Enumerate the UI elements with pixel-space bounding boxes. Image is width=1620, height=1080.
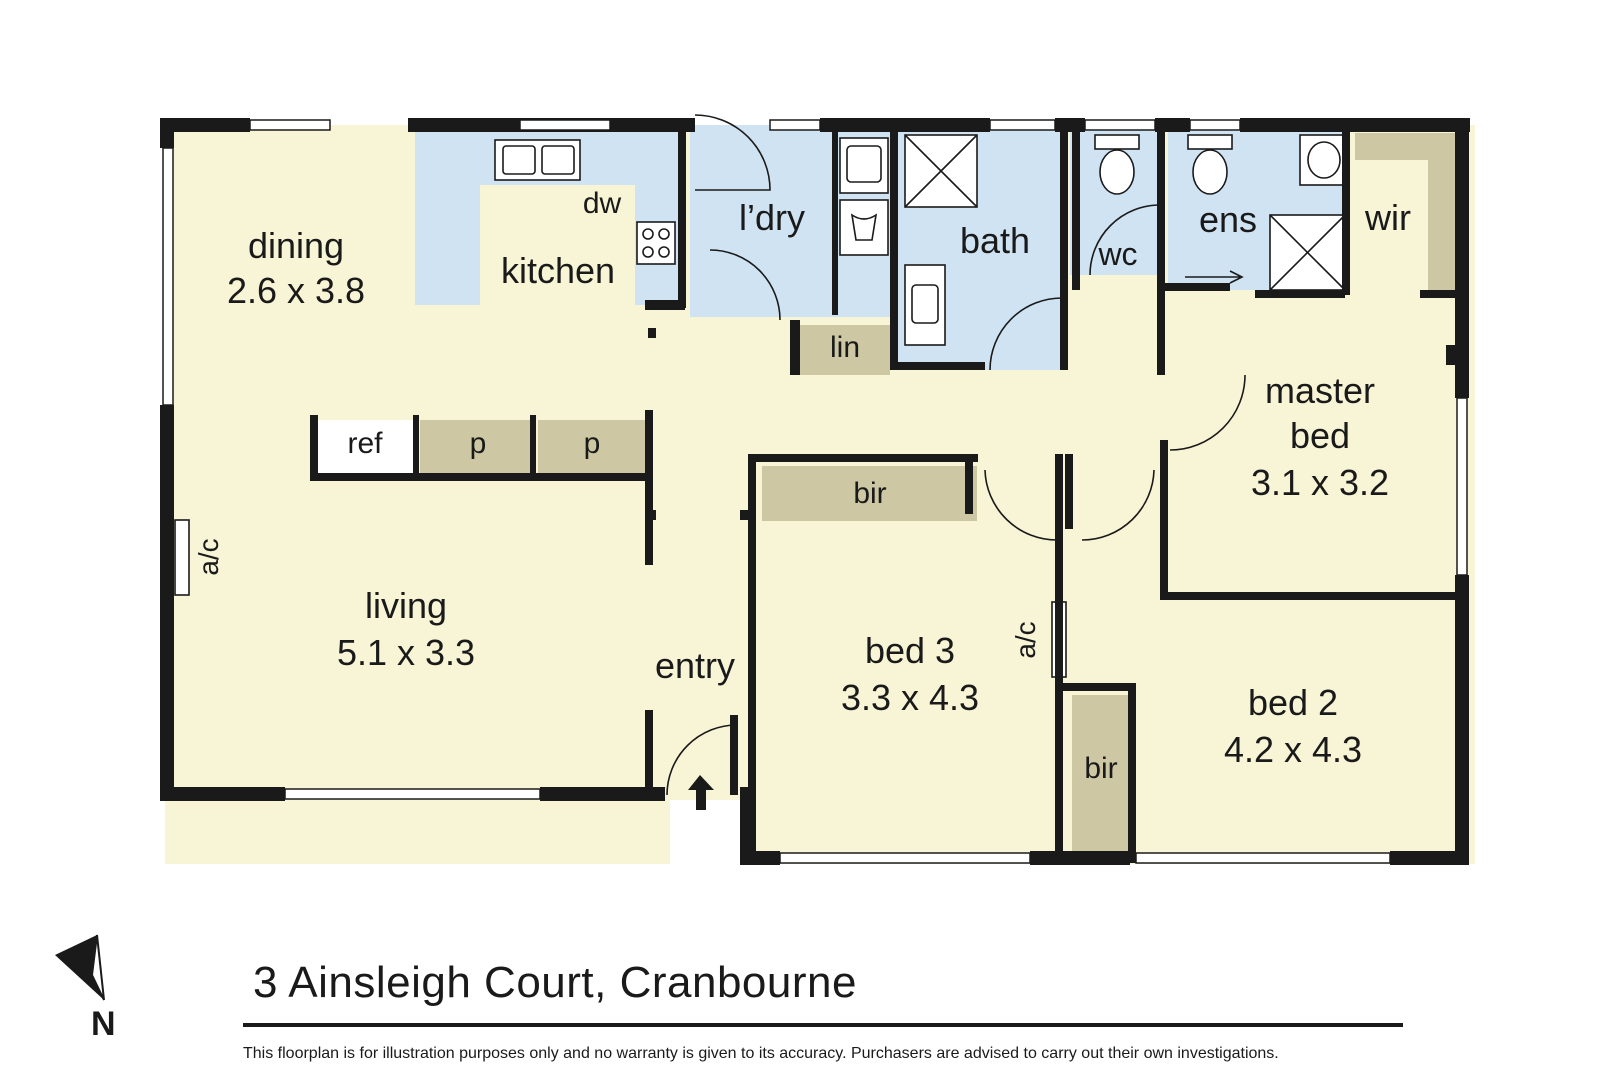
master-side-window [1456, 397, 1468, 576]
wc-window [1084, 119, 1156, 131]
dining-side-window [162, 147, 174, 406]
bed2-door-swing [1081, 469, 1155, 541]
bed3-robe-label: bir [853, 477, 886, 510]
pantry-2-label: p [584, 427, 601, 460]
kitchen-bench-floor [480, 185, 635, 305]
bed2-robe-label: bir [1084, 752, 1117, 785]
bath-label: bath [960, 220, 1030, 261]
windows [162, 119, 1468, 864]
bath-window [989, 119, 1056, 131]
bed2-size: 4.2 x 4.3 [1224, 729, 1362, 770]
bed3-window [779, 852, 1031, 864]
north-compass-icon [55, 934, 105, 1001]
dining-window [249, 119, 331, 131]
ens-toilet-icon [1187, 134, 1233, 150]
bed3-label: bed 3 [865, 630, 955, 671]
bath-vanity-icon [904, 264, 946, 346]
linen-label: lin [830, 331, 860, 364]
master-label-1: master [1265, 370, 1375, 411]
ac-living-label: a/c [193, 538, 224, 575]
bed2-window [1135, 852, 1391, 864]
pantry-2 [538, 420, 648, 475]
wir-label: wir [1364, 197, 1411, 238]
north-label: N [91, 1005, 116, 1043]
living-size: 5.1 x 3.3 [337, 632, 475, 673]
living-label: living [365, 585, 447, 626]
bed3-size: 3.3 x 4.3 [841, 677, 979, 718]
laundry-label: l’dry [739, 197, 805, 238]
dining-label: dining [248, 225, 344, 266]
entry-label: entry [655, 645, 735, 686]
entry-arrow-icon [688, 775, 714, 810]
kitchen-window [519, 119, 611, 131]
living-window [284, 788, 541, 800]
entry-door-swing [666, 724, 738, 796]
pantry-1 [420, 420, 530, 475]
master-door-swing [1169, 374, 1246, 451]
linen-cupboard [800, 325, 890, 375]
ens-label: ens [1199, 199, 1257, 240]
laundry-inner-door-swing [709, 249, 781, 321]
property-address: 3 Ainsleigh Court, Cranbourne [253, 958, 857, 1007]
laundry-door-swing [694, 114, 771, 191]
address-underline [243, 1023, 1403, 1027]
cooktop-icon [636, 221, 676, 265]
dining-size: 2.6 x 3.8 [227, 270, 365, 311]
door-swings [666, 114, 1246, 796]
ac-living-icon [174, 519, 190, 596]
laundry-window [769, 119, 821, 131]
master-size: 3.1 x 3.2 [1251, 462, 1389, 503]
dishwasher-label: dw [583, 187, 622, 220]
bed3-door-swing [984, 469, 1058, 541]
entry-notch-blank [670, 800, 752, 870]
floor-fills [165, 125, 1475, 870]
disclaimer-text: This floorplan is for illustration purpo… [243, 1045, 1279, 1062]
bed3-robe [762, 466, 977, 521]
wc-door-swing [1089, 204, 1161, 276]
wc-toilet-icon [1094, 134, 1140, 150]
wc-label: wc [1097, 236, 1137, 272]
bed2-robe [1072, 695, 1132, 858]
ens-sliding-arrow-icon [1185, 270, 1244, 284]
room-labels: dining 2.6 x 3.8 kitchen dw l’dry bath w… [193, 187, 1411, 785]
kitchen-label: kitchen [501, 250, 615, 291]
walls [160, 118, 1470, 865]
bed2-label: bed 2 [1248, 682, 1338, 723]
master-label-2: bed [1290, 415, 1350, 456]
washer-icon [839, 199, 889, 256]
ref-label: ref [347, 427, 383, 460]
pantry-1-label: p [470, 427, 487, 460]
ref-space [318, 420, 413, 475]
ac-bed3-label: a/c [1010, 621, 1041, 658]
bath-door-swing [989, 297, 1063, 371]
ens-window [1189, 119, 1241, 131]
wir-inner [1355, 160, 1428, 293]
